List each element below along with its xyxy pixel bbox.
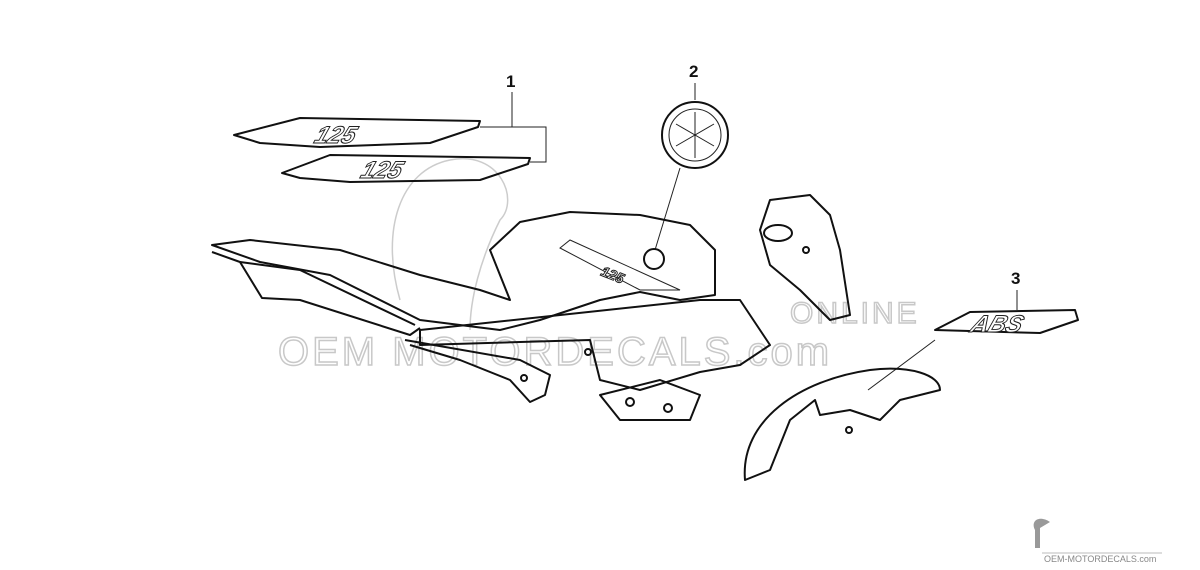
callout-1-leader bbox=[480, 92, 547, 163]
part-2-emblem: 2 bbox=[654, 62, 729, 251]
front-fender bbox=[743, 367, 941, 481]
tuning-fork-icon bbox=[675, 112, 715, 158]
callout-3: 3 bbox=[1011, 269, 1020, 288]
side-fairing bbox=[419, 299, 771, 391]
decal-lower-logo: 125 bbox=[357, 158, 408, 184]
yamaha-emblem bbox=[661, 101, 729, 169]
watermark-bird-icon bbox=[391, 157, 509, 331]
lower-cowl bbox=[404, 339, 551, 403]
tank-decal-logo: 125 bbox=[599, 263, 627, 287]
abs-decal-logo: ABS bbox=[966, 312, 1028, 338]
part-1-decals: 125 125 1 bbox=[233, 72, 547, 184]
watermark-online: ONLINE bbox=[790, 297, 920, 330]
callout-1: 1 bbox=[506, 72, 515, 91]
bird-logo-icon bbox=[1033, 518, 1050, 548]
tank-emblem bbox=[643, 248, 665, 270]
callout-2: 2 bbox=[689, 62, 698, 81]
decal-upper bbox=[233, 117, 481, 148]
decal-lower bbox=[281, 154, 531, 183]
seat-tank-outline bbox=[211, 211, 716, 331]
motorcycle-bodywork: 125 bbox=[211, 211, 771, 421]
abs-decal bbox=[934, 309, 1079, 334]
footer-watermark-text: OEM-MOTORDECALS.com bbox=[1044, 554, 1156, 564]
front-cowl bbox=[759, 194, 851, 321]
watermark: OEM MOTORDECALS.com ONLINE bbox=[277, 157, 920, 375]
footer-watermark: OEM-MOTORDECALS.com bbox=[1033, 518, 1162, 564]
belly-pan bbox=[599, 379, 701, 421]
part-3-abs: 3 ABS bbox=[743, 269, 1079, 481]
decal-upper-logo: 125 bbox=[311, 123, 362, 149]
watermark-text: OEM MOTORDECALS.com bbox=[278, 330, 832, 374]
